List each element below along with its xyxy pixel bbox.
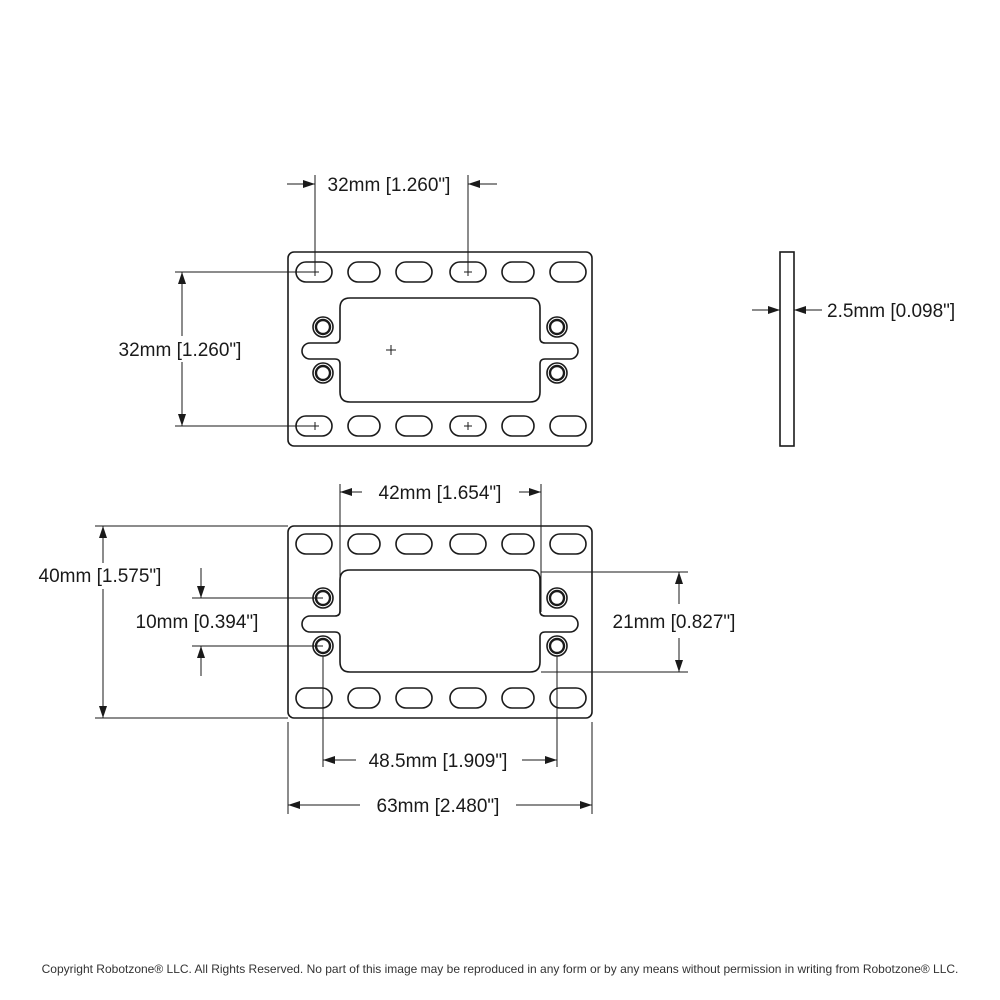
- slot: [449, 687, 487, 709]
- slot: [549, 261, 587, 283]
- slot: [501, 687, 535, 709]
- top-slot-row: [295, 533, 587, 555]
- dim-label: 21mm [0.827"]: [613, 612, 736, 633]
- slot: [501, 261, 535, 283]
- dim-label: 63mm [2.480"]: [377, 796, 500, 817]
- dim-label: 48.5mm [1.909"]: [369, 751, 508, 772]
- dim-label: 10mm [0.394"]: [136, 612, 259, 633]
- dim-top-hole-spacing-v: 32mm [1.260"]: [108, 271, 315, 427]
- top-slot-row: [295, 261, 587, 283]
- slot: [295, 533, 333, 555]
- side-profile: [779, 251, 795, 447]
- dim-label: 32mm [1.260"]: [119, 340, 242, 361]
- copyright-notice: Copyright Robotzone® LLC. All Rights Res…: [41, 962, 959, 976]
- top-view-plate: [287, 251, 593, 447]
- dim-thickness: 2.5mm [0.098"]: [752, 301, 955, 322]
- dim-slot-span: 42mm [1.654"]: [339, 483, 542, 612]
- slot: [395, 687, 433, 709]
- center-cutout: [301, 297, 579, 403]
- slot: [395, 415, 433, 437]
- slot: [395, 533, 433, 555]
- dim-bolt-spacing-h: 48.5mm [1.909"]: [322, 656, 558, 772]
- dim-bolt-spacing-v: 10mm [0.394"]: [136, 568, 323, 676]
- dim-label: 32mm [1.260"]: [328, 175, 451, 196]
- dim-label: 42mm [1.654"]: [379, 483, 502, 504]
- bottom-view-plate: [287, 525, 593, 719]
- slot: [395, 261, 433, 283]
- slot: [347, 415, 381, 437]
- center-cutout: [301, 569, 579, 673]
- slot: [501, 533, 535, 555]
- dim-label: 40mm [1.575"]: [39, 566, 162, 587]
- slot: [549, 415, 587, 437]
- slot: [295, 687, 333, 709]
- dim-height: 40mm [1.575"]: [30, 525, 288, 719]
- dim-width: 63mm [2.480"]: [287, 722, 593, 817]
- slot: [549, 533, 587, 555]
- dim-cutout-height: 21mm [0.827"]: [541, 571, 736, 673]
- slot: [449, 533, 487, 555]
- side-view-plate: [779, 251, 795, 447]
- slot: [347, 533, 381, 555]
- slot: [347, 687, 381, 709]
- bolt-holes: [312, 316, 568, 384]
- dim-label: 2.5mm [0.098"]: [827, 301, 955, 322]
- slot: [549, 687, 587, 709]
- slot: [347, 261, 381, 283]
- slot: [501, 415, 535, 437]
- dim-top-hole-spacing-h: 32mm [1.260"]: [287, 175, 497, 272]
